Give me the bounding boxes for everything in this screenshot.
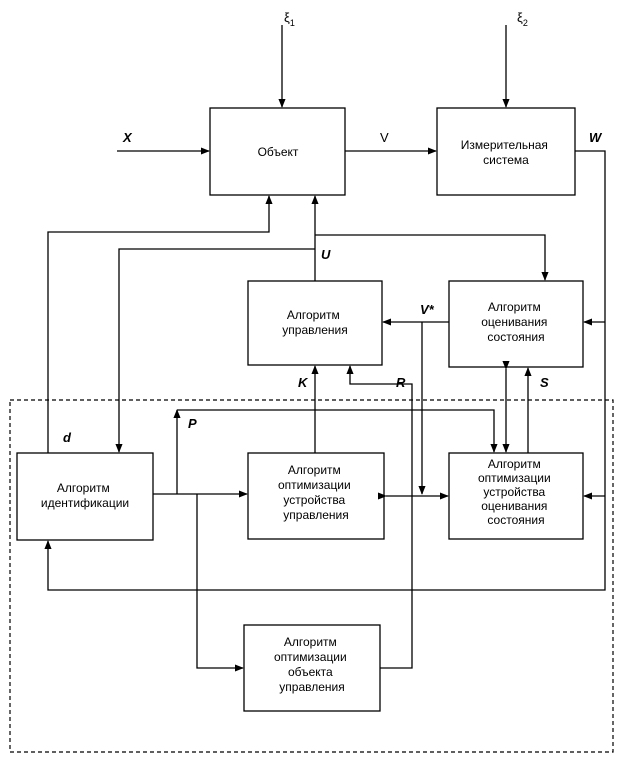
- control-device-optimization-block: [247, 452, 385, 540]
- r-label: R: [396, 375, 406, 390]
- control-algorithm-label: Алгоритм управления: [282, 308, 347, 337]
- u-to-state-estimation-arrow: [315, 234, 549, 281]
- identification-label: Алгоритм идентификации: [41, 481, 129, 510]
- u-label: U: [321, 247, 331, 262]
- state-estimation-label: Алгоритм оценивания состояния: [481, 300, 551, 344]
- measuring-system-block: [436, 107, 576, 196]
- object-block-label: Объект: [258, 145, 299, 159]
- control-object-optimization-label: Алгоритм оптимизации объекта управления: [274, 635, 350, 694]
- estimation-device-optimization-block: [448, 452, 584, 540]
- identification-block: [16, 452, 154, 541]
- w-feedback-line: [44, 150, 606, 591]
- optimization-subsystem-boundary: [9, 399, 614, 753]
- d-label: d: [63, 430, 72, 445]
- estimation-device-optimization-label: Алгоритм оптимизации устройства оцениван…: [478, 457, 554, 527]
- r-requirement-arrow: [346, 365, 413, 669]
- k-label: K: [298, 375, 309, 390]
- w-label: W: [589, 130, 603, 145]
- d-identification-arrow: [47, 195, 273, 453]
- xi1-label: ξ1: [284, 10, 295, 28]
- object-block: [209, 107, 346, 196]
- s-label: S: [540, 375, 549, 390]
- p-label: P: [188, 416, 197, 431]
- state-estimation-block: [448, 280, 584, 368]
- identification-to-object-optimization-arrow: [196, 494, 244, 672]
- v-star-label: V*: [420, 302, 435, 317]
- xi2-label: ξ2: [517, 10, 528, 28]
- u-to-identification-arrow: [115, 248, 315, 453]
- v-label: V: [380, 130, 389, 145]
- p-to-estimation-optimization-arrow: [177, 409, 498, 453]
- measuring-system-label: Измерительная система: [461, 138, 551, 167]
- control-device-optimization-label: Алгоритм оптимизации устройства управлен…: [278, 463, 354, 522]
- x-label: X: [122, 130, 133, 145]
- control-object-optimization-block: [243, 624, 381, 712]
